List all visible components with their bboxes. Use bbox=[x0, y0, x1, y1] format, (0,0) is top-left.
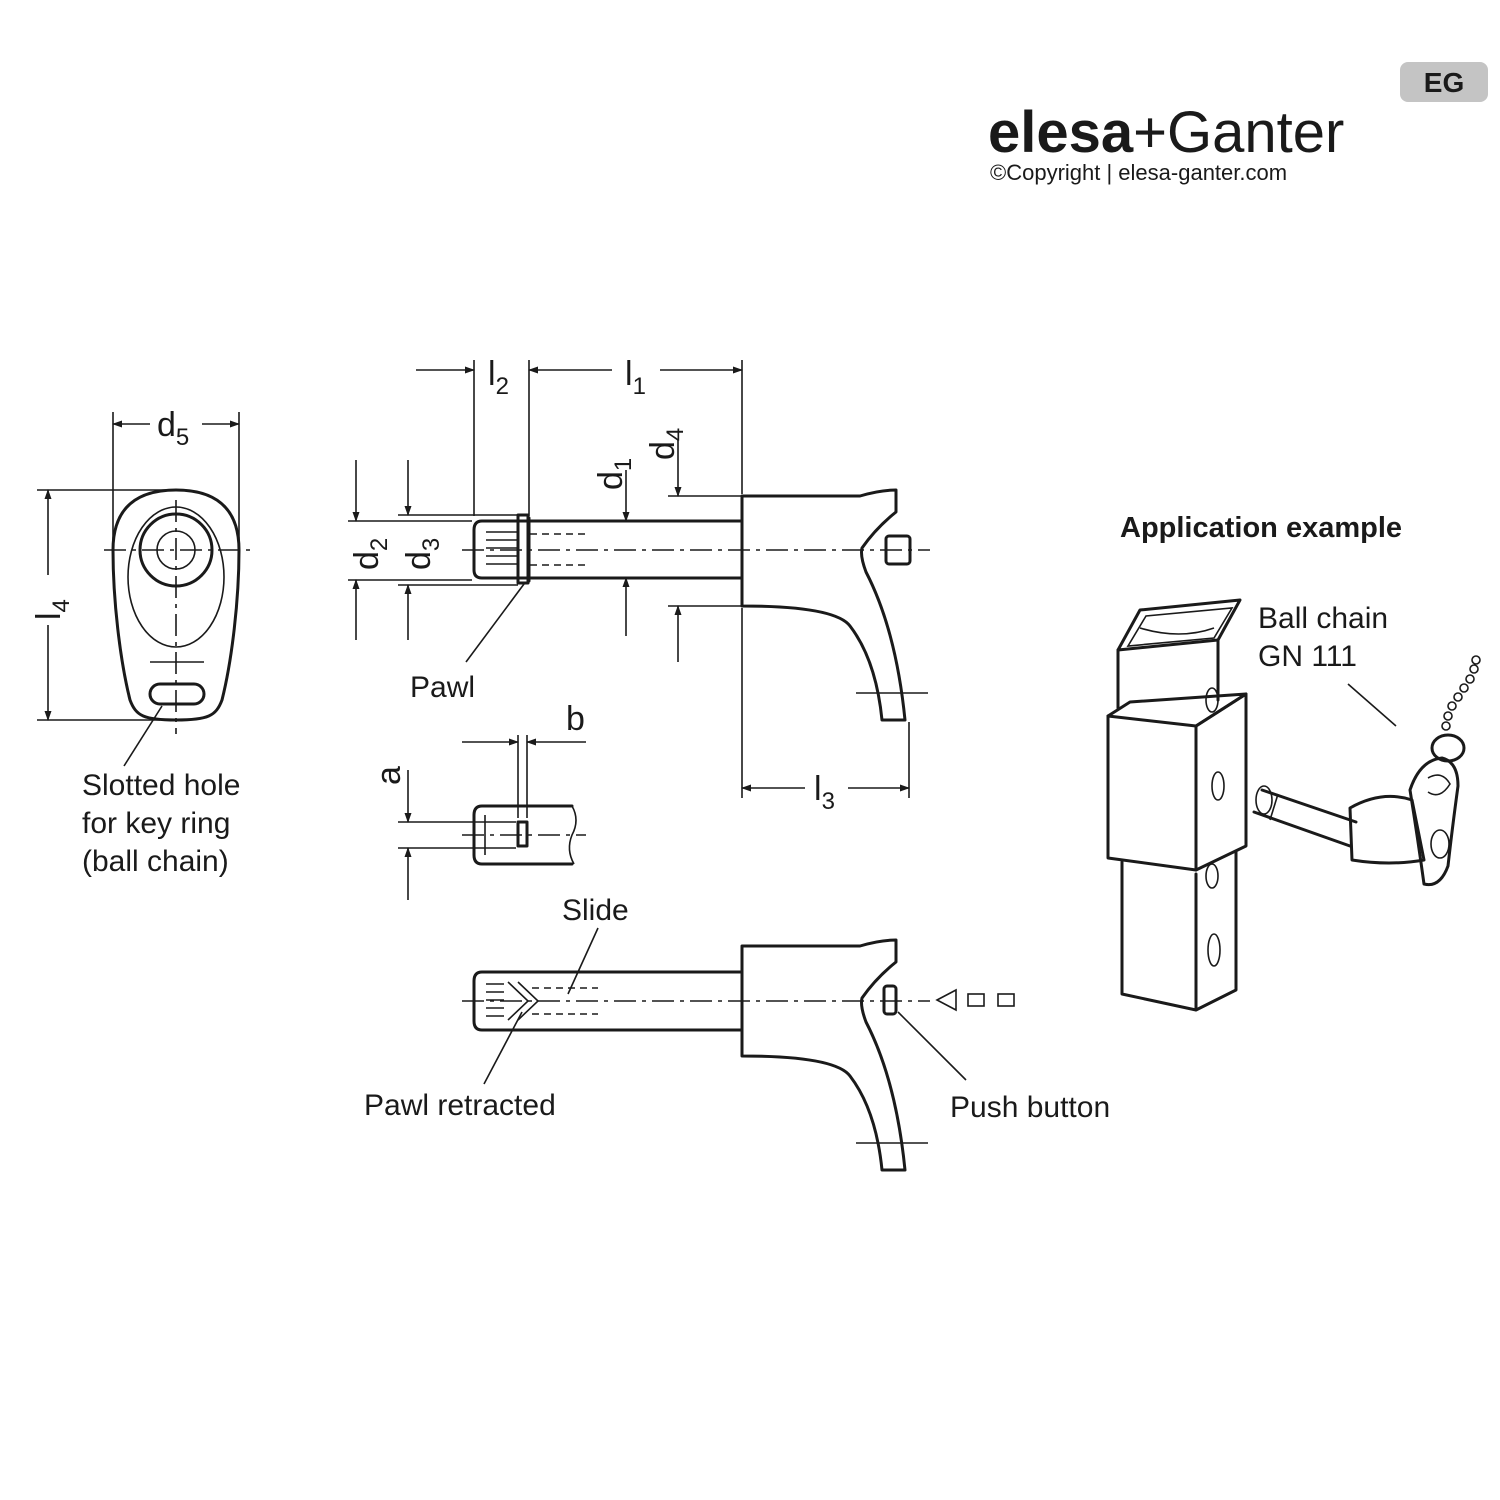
dim-l2-label: l2 bbox=[488, 355, 509, 400]
dim-d1-label: d1 bbox=[592, 458, 637, 490]
brand-wordmark: elesa+Ganter bbox=[988, 100, 1344, 165]
dim-d3-label: d3 bbox=[400, 538, 445, 570]
push-direction-icon bbox=[935, 988, 1015, 1012]
dim-d4-label: d4 bbox=[644, 428, 689, 460]
retracted-view: Slide Pawl retracted Push button bbox=[364, 894, 1110, 1172]
callout-pawl-retracted: Pawl retracted bbox=[364, 1089, 556, 1122]
dim-l3-label: l3 bbox=[814, 770, 835, 815]
brand-wordmark-right: Ganter bbox=[1167, 100, 1344, 165]
callout-slide: Slide bbox=[562, 894, 629, 927]
dim-l4-label: l4 bbox=[30, 599, 75, 620]
end-view: d5 l4 Slotted hole for key ring (ball ch… bbox=[30, 406, 250, 878]
application-title: Application example bbox=[1120, 512, 1402, 544]
brand-wordmark-left: elesa bbox=[988, 100, 1134, 165]
pawl-detail-view: b a bbox=[370, 700, 586, 900]
callout-pawl: Pawl bbox=[410, 671, 475, 704]
brand-wordmark-plus: + bbox=[1133, 100, 1167, 165]
brand-copyright: ©Copyright | elesa-ganter.com bbox=[990, 160, 1287, 185]
brand-badge-text: EG bbox=[1424, 67, 1464, 98]
application-example: Application example bbox=[1106, 512, 1481, 1012]
dim-d5-label: d5 bbox=[157, 406, 189, 451]
callout-ball-chain: Ball chain GN 111 bbox=[1258, 602, 1396, 673]
main-side-view: l2 l1 d1 d4 d2 d3 l3 Pawl bbox=[348, 355, 930, 815]
ball-chain-icon bbox=[1430, 655, 1481, 763]
callout-slotted-hole: Slotted hole for key ring (ball chain) bbox=[82, 769, 249, 878]
callout-push-button: Push button bbox=[950, 1091, 1110, 1124]
brand-badge-icon bbox=[1400, 62, 1488, 102]
dim-a-label: a bbox=[370, 766, 408, 785]
dim-b-label: b bbox=[566, 700, 585, 738]
dim-d2-label: d2 bbox=[348, 538, 393, 570]
brand-logo: EG elesa+Ganter ©Copyright | elesa-gante… bbox=[988, 62, 1488, 185]
dim-l1-label: l1 bbox=[625, 355, 646, 400]
